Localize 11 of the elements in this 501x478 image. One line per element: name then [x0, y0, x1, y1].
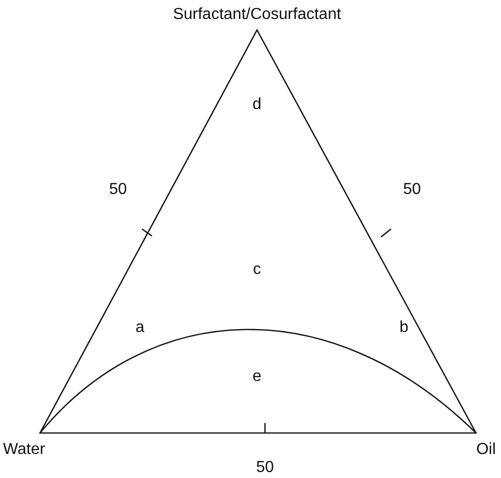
tick-label: 50 — [109, 182, 127, 198]
region-label: d — [252, 97, 262, 113]
region-label: e — [252, 369, 262, 385]
region-label: a — [136, 320, 144, 336]
tick-label: 50 — [256, 460, 274, 476]
vertex-label: Oil — [476, 442, 496, 458]
region-label: b — [400, 320, 408, 336]
vertex-label: Surfactant/Cosurfactant — [172, 7, 342, 23]
region-label: c — [253, 262, 261, 278]
vertex-label: Water — [2, 442, 46, 458]
tick-label: 50 — [403, 182, 421, 198]
